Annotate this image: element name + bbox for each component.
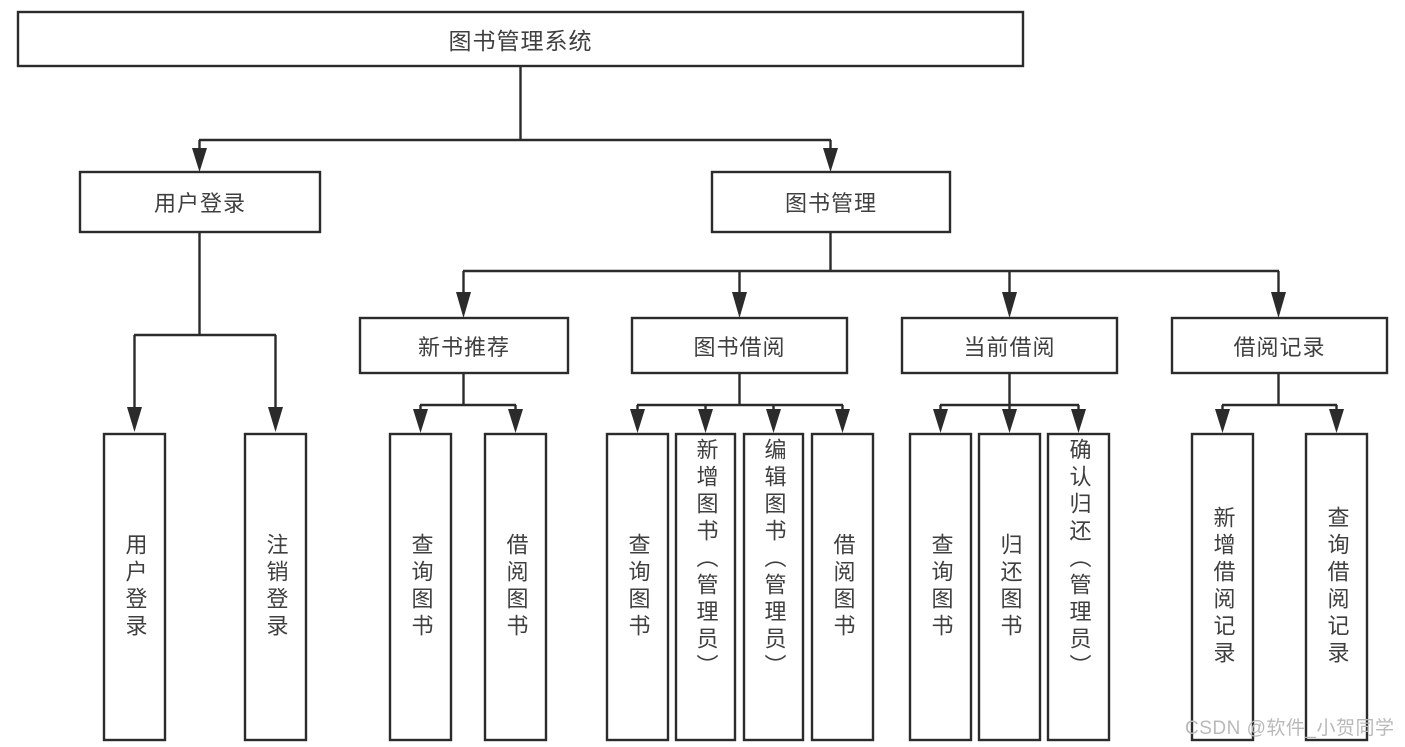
- arrow-head-leaf6: [698, 409, 713, 433]
- arrow-head-leaf8: [835, 409, 850, 433]
- node-box-leaf3[interactable]: [388, 432, 453, 742]
- arrow-head-borrow: [732, 292, 747, 318]
- node-box-leaf10[interactable]: [977, 432, 1042, 742]
- connector-group-login-to-leaves: [127, 232, 283, 432]
- arrow-head-bookmgmt: [823, 148, 838, 172]
- arrow-head-leaf12: [1215, 409, 1230, 433]
- node-box-login[interactable]: [78, 170, 322, 234]
- node-box-leaf2[interactable]: [243, 432, 308, 742]
- node-box-bookmgmt[interactable]: [710, 170, 952, 234]
- arrow-head-leaf11: [1071, 409, 1086, 433]
- node-box-leaf1[interactable]: [102, 432, 167, 742]
- node-box-root[interactable]: [16, 10, 1025, 68]
- arrow-head-leaf2: [268, 407, 283, 432]
- arrow-head-leaf5: [630, 409, 645, 433]
- node-box-leaf4[interactable]: [483, 432, 548, 742]
- arrow-head-leaf4: [508, 409, 523, 433]
- connector-group-root-to-level1: [192, 66, 838, 172]
- node-box-leaf7[interactable]: [742, 432, 805, 742]
- connector-group-newbook-to-leaves: [413, 373, 523, 433]
- connector-group-borrow-to-leaves: [630, 373, 850, 433]
- arrow-head-leaf10: [1002, 409, 1017, 433]
- node-box-leaf12[interactable]: [1190, 432, 1255, 742]
- node-box-leaf13[interactable]: [1304, 432, 1369, 742]
- node-box-leaf6[interactable]: [674, 432, 737, 742]
- node-box-borrow[interactable]: [630, 316, 849, 375]
- node-box-newbook[interactable]: [358, 316, 570, 375]
- arrow-head-current: [1002, 292, 1017, 318]
- connector-group-bookmgmt-to-level2: [456, 232, 1286, 318]
- node-box-current[interactable]: [900, 316, 1119, 375]
- arrow-head-newbook: [456, 292, 471, 318]
- arrow-head-leaf9: [933, 409, 948, 433]
- arrow-head-leaf13: [1329, 409, 1344, 433]
- arrow-head-records: [1271, 292, 1286, 318]
- node-box-leaf5[interactable]: [605, 432, 670, 742]
- node-box-records[interactable]: [1170, 316, 1389, 375]
- arrow-head-login: [192, 148, 207, 172]
- arrow-head-leaf3: [413, 409, 428, 433]
- node-box-leaf8[interactable]: [810, 432, 875, 742]
- node-box-leaf11[interactable]: [1046, 432, 1111, 742]
- arrow-head-leaf1: [127, 407, 142, 432]
- connector-group-records-to-leaves: [1215, 373, 1344, 433]
- node-box-leaf9[interactable]: [908, 432, 973, 742]
- connector-group-current-to-leaves: [933, 373, 1086, 433]
- arrow-head-leaf7: [766, 409, 781, 433]
